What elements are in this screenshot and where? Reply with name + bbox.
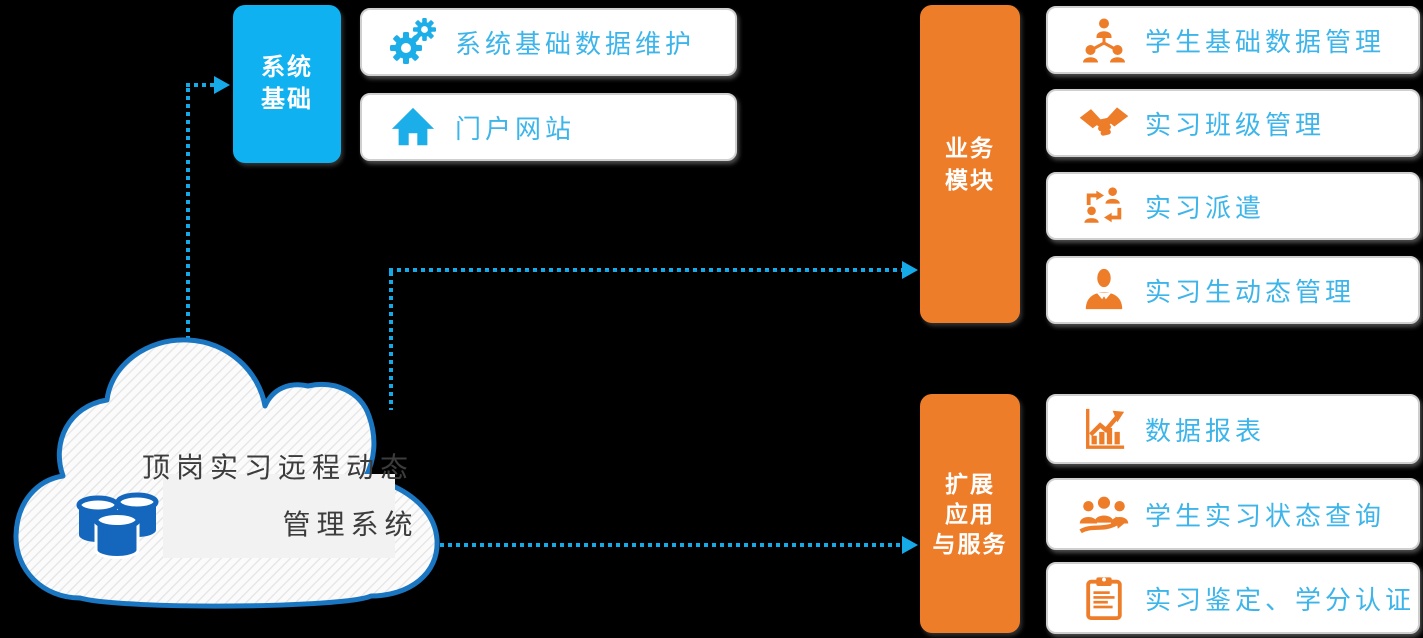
businessman-icon <box>1078 267 1130 313</box>
node-business-module-label-line2: 模块 <box>945 167 995 193</box>
card-label: 门户网站 <box>455 114 576 144</box>
card-internship-certification: 实习鉴定、学分认证 <box>1046 562 1420 634</box>
card-internship-class-mgmt: 实习班级管理 <box>1046 89 1420 157</box>
node-system-base-label-line2: 基础 <box>261 86 313 113</box>
card-label: 实习鉴定、学分认证 <box>1145 585 1416 615</box>
connector-arrowhead-extended <box>902 536 918 554</box>
cloud-title-line1: 顶岗实习远程动态 <box>141 453 414 484</box>
dispatch-cycle-icon <box>1078 183 1130 229</box>
card-label: 实习生动态管理 <box>1145 277 1356 307</box>
node-system-base: 系统 基础 <box>233 5 341 163</box>
people-group-icon <box>1078 491 1130 537</box>
node-extended-services: 扩展 应用 与服务 <box>920 394 1020 633</box>
database-icon <box>74 489 162 565</box>
card-label: 学生基础数据管理 <box>1145 27 1386 57</box>
card-portal-site: 门户网站 <box>360 93 737 161</box>
connector-arrowhead-business <box>902 261 918 279</box>
card-internship-dispatch: 实习派遣 <box>1046 172 1420 240</box>
clipboard-icon <box>1078 575 1130 621</box>
node-business-module: 业务 模块 <box>920 5 1020 323</box>
card-label: 实习班级管理 <box>1145 110 1326 140</box>
node-extended-services-label-line1: 扩展 <box>945 470 995 497</box>
card-label: 学生实习状态查询 <box>1145 501 1386 531</box>
connector-cloud-to-business-horizontal <box>389 268 902 272</box>
card-student-base-data: 学生基础数据管理 <box>1046 6 1420 74</box>
node-business-module-label-line1: 业务 <box>945 135 995 161</box>
home-icon <box>388 104 438 150</box>
node-extended-services-label-line2: 应用 <box>945 500 995 527</box>
cloud-title-line2: 管理系统 <box>282 510 419 541</box>
connector-cloud-to-business-vertical <box>389 272 393 410</box>
gears-icon <box>388 18 438 66</box>
card-student-status-query: 学生实习状态查询 <box>1046 478 1420 550</box>
connector-cloud-to-systembase-vertical <box>186 88 190 342</box>
cloud-label-backplate <box>163 474 395 558</box>
org-chart-icon <box>1078 16 1130 64</box>
connector-cloud-to-systembase-horizontal <box>186 83 214 87</box>
card-label: 实习派遣 <box>1145 193 1266 223</box>
card-label: 数据报表 <box>1145 416 1266 446</box>
connector-arrowhead-systembase <box>214 76 230 94</box>
card-system-data-maintenance: 系统基础数据维护 <box>360 8 737 76</box>
card-data-reports: 数据报表 <box>1046 394 1420 464</box>
card-intern-dynamic-mgmt: 实习生动态管理 <box>1046 256 1420 324</box>
node-system-base-label-line1: 系统 <box>261 54 313 81</box>
node-extended-services-label-line3: 与服务 <box>932 530 1008 557</box>
bar-chart-icon <box>1078 406 1130 452</box>
connector-cloud-to-extended-horizontal <box>424 543 902 547</box>
card-label: 系统基础数据维护 <box>455 29 696 59</box>
handshake-icon <box>1078 101 1130 145</box>
